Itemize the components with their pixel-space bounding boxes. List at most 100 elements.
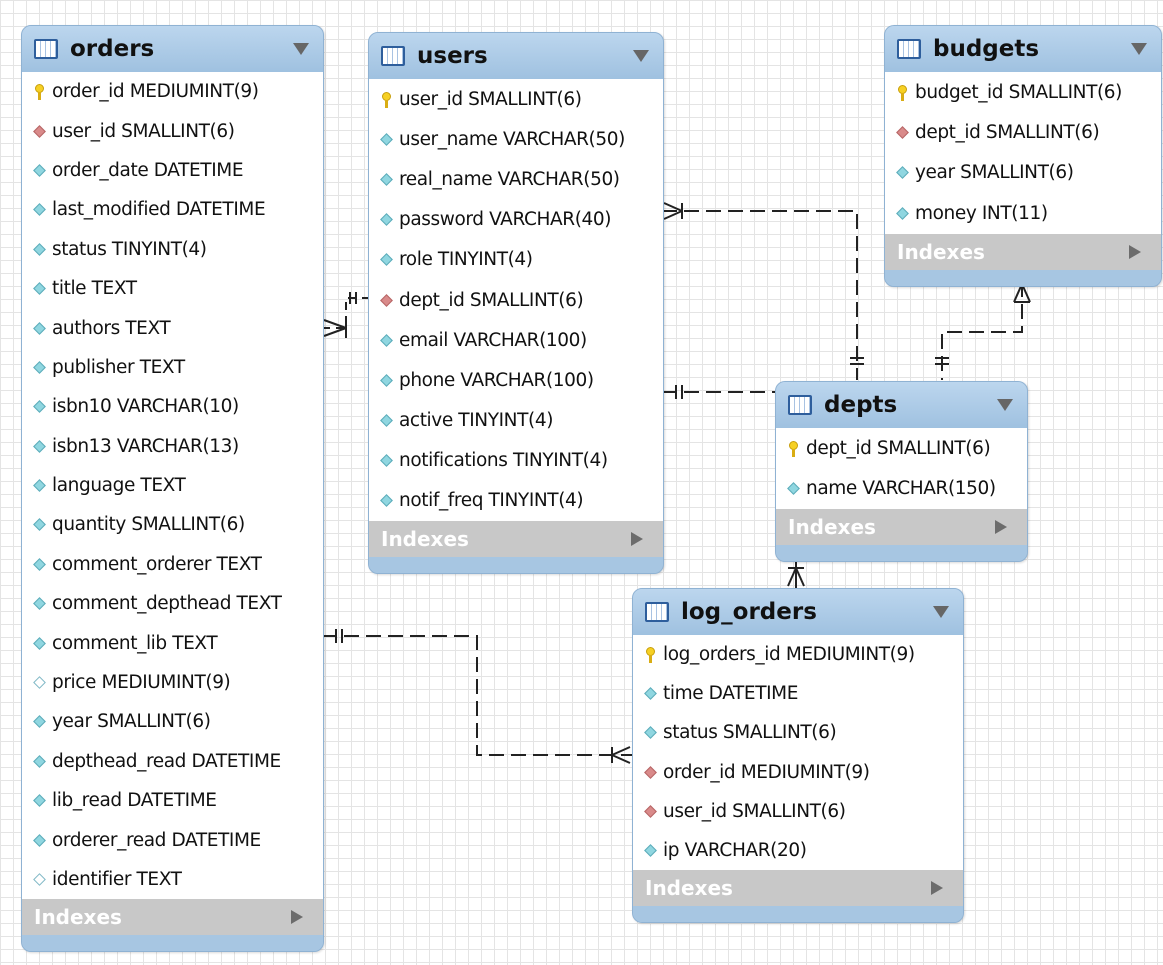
column-row-orderer-read[interactable]: orderer_read DATETIME: [22, 820, 323, 859]
expand-arrow-icon[interactable]: [291, 910, 303, 925]
collapse-toggle-icon[interactable]: [1131, 43, 1147, 55]
table-header[interactable]: budgets: [885, 26, 1161, 72]
column-row-dept-id[interactable]: dept_id SMALLINT(6): [776, 428, 1027, 469]
column-row-year[interactable]: year SMALLINT(6): [885, 153, 1161, 193]
column-row-dept-id[interactable]: dept_id SMALLINT(6): [369, 280, 663, 320]
column-label: real_name VARCHAR(50): [399, 168, 620, 190]
column-row-order-id[interactable]: order_id MEDIUMINT(9): [22, 72, 323, 111]
foreign-key-icon: [644, 803, 657, 820]
column-row-dept-id[interactable]: dept_id SMALLINT(6): [885, 112, 1161, 152]
column-row-order-date[interactable]: order_date DATETIME: [22, 151, 323, 190]
column-list: user_id SMALLINT(6)user_name VARCHAR(50)…: [369, 79, 663, 522]
column-icon: [644, 724, 657, 741]
column-row-publisher[interactable]: publisher TEXT: [22, 348, 323, 387]
column-row-price[interactable]: price MEDIUMINT(9): [22, 663, 323, 702]
expand-arrow-icon[interactable]: [931, 881, 943, 896]
column-row-time[interactable]: time DATETIME: [633, 674, 963, 713]
column-row-year[interactable]: year SMALLINT(6): [22, 702, 323, 741]
column-label: active TINYINT(4): [399, 410, 554, 432]
column-row-authors[interactable]: authors TEXT: [22, 308, 323, 347]
column-label: dept_id SMALLINT(6): [399, 289, 584, 311]
table-icon: [34, 39, 58, 59]
table-footer: [369, 557, 663, 574]
column-row-user-id[interactable]: user_id SMALLINT(6): [369, 79, 663, 119]
column-row-budget-id[interactable]: budget_id SMALLINT(6): [885, 72, 1161, 112]
column-row-ip[interactable]: ip VARCHAR(20): [633, 831, 963, 870]
column-row-identifier[interactable]: identifier TEXT: [22, 860, 323, 899]
column-label: phone VARCHAR(100): [399, 369, 594, 391]
column-label: year SMALLINT(6): [915, 162, 1074, 184]
column-row-isbn13[interactable]: isbn13 VARCHAR(13): [22, 427, 323, 466]
indexes-section[interactable]: Indexes: [633, 870, 963, 907]
column-label: publisher TEXT: [52, 356, 185, 378]
primary-key-icon: [787, 440, 800, 457]
column-label: language TEXT: [52, 475, 186, 497]
column-icon: [33, 201, 46, 218]
column-row-order-id[interactable]: order_id MEDIUMINT(9): [633, 753, 963, 792]
column-icon: [380, 332, 393, 349]
collapse-toggle-icon[interactable]: [933, 606, 949, 618]
column-row-comment-orderer[interactable]: comment_orderer TEXT: [22, 545, 323, 584]
column-label: title TEXT: [52, 278, 137, 300]
column-row-depthead-read[interactable]: depthead_read DATETIME: [22, 742, 323, 781]
column-row-role[interactable]: role TINYINT(4): [369, 240, 663, 280]
column-label: orderer_read DATETIME: [52, 829, 261, 851]
column-row-notifications[interactable]: notifications TINYINT(4): [369, 441, 663, 481]
expand-arrow-icon[interactable]: [631, 532, 643, 547]
column-row-last-modified[interactable]: last_modified DATETIME: [22, 190, 323, 229]
indexes-section[interactable]: Indexes: [22, 899, 323, 936]
column-label: comment_lib TEXT: [52, 632, 218, 654]
column-row-user-id[interactable]: user_id SMALLINT(6): [22, 111, 323, 150]
column-label: password VARCHAR(40): [399, 209, 612, 231]
collapse-toggle-icon[interactable]: [293, 43, 309, 55]
indexes-section[interactable]: Indexes: [776, 509, 1027, 545]
column-row-quantity[interactable]: quantity SMALLINT(6): [22, 505, 323, 544]
table-header[interactable]: orders: [22, 26, 323, 72]
column-label: ip VARCHAR(20): [663, 840, 807, 862]
table-header[interactable]: depts: [776, 382, 1027, 428]
table-name: depts: [824, 392, 898, 418]
table-name: budgets: [933, 36, 1040, 62]
column-icon: [33, 359, 46, 376]
column-row-real-name[interactable]: real_name VARCHAR(50): [369, 159, 663, 199]
column-row-lib-read[interactable]: lib_read DATETIME: [22, 781, 323, 820]
expand-arrow-icon[interactable]: [1129, 244, 1141, 259]
relationship-users-depts-top: [662, 202, 864, 380]
column-row-name[interactable]: name VARCHAR(150): [776, 469, 1027, 510]
table-header[interactable]: users: [369, 33, 663, 79]
column-row-status[interactable]: status SMALLINT(6): [633, 713, 963, 752]
table-budgets[interactable]: budgets budget_id SMALLINT(6)dept_id SMAL…: [884, 25, 1162, 287]
column-row-phone[interactable]: phone VARCHAR(100): [369, 360, 663, 400]
column-icon: [33, 320, 46, 337]
column-icon: [33, 280, 46, 297]
column-row-comment-depthead[interactable]: comment_depthead TEXT: [22, 584, 323, 623]
column-icon: [380, 452, 393, 469]
foreign-key-icon: [33, 123, 46, 140]
column-row-money[interactable]: money INT(11): [885, 193, 1161, 233]
column-row-password[interactable]: password VARCHAR(40): [369, 200, 663, 240]
column-row-active[interactable]: active TINYINT(4): [369, 401, 663, 441]
table-header[interactable]: log_orders: [633, 589, 963, 635]
column-label: status TINYINT(4): [52, 238, 207, 260]
column-row-status[interactable]: status TINYINT(4): [22, 230, 323, 269]
column-row-log-orders-id[interactable]: log_orders_id MEDIUMINT(9): [633, 635, 963, 674]
collapse-toggle-icon[interactable]: [997, 399, 1013, 411]
relationship-orders-users: [322, 292, 368, 338]
column-row-user-id[interactable]: user_id SMALLINT(6): [633, 792, 963, 831]
column-row-title[interactable]: title TEXT: [22, 269, 323, 308]
indexes-section[interactable]: Indexes: [369, 521, 663, 558]
column-row-language[interactable]: language TEXT: [22, 466, 323, 505]
column-row-user-name[interactable]: user_name VARCHAR(50): [369, 119, 663, 159]
column-row-email[interactable]: email VARCHAR(100): [369, 320, 663, 360]
column-row-comment-lib[interactable]: comment_lib TEXT: [22, 623, 323, 662]
expand-arrow-icon[interactable]: [995, 520, 1007, 534]
table-depts[interactable]: depts dept_id SMALLINT(6) name VARCHAR(150…: [775, 381, 1028, 562]
collapse-toggle-icon[interactable]: [633, 50, 649, 62]
column-row-isbn10[interactable]: isbn10 VARCHAR(10): [22, 387, 323, 426]
column-label: dept_id SMALLINT(6): [806, 437, 991, 459]
indexes-section[interactable]: Indexes: [885, 233, 1161, 270]
column-row-notif-freq[interactable]: notif_freq TINYINT(4): [369, 481, 663, 521]
